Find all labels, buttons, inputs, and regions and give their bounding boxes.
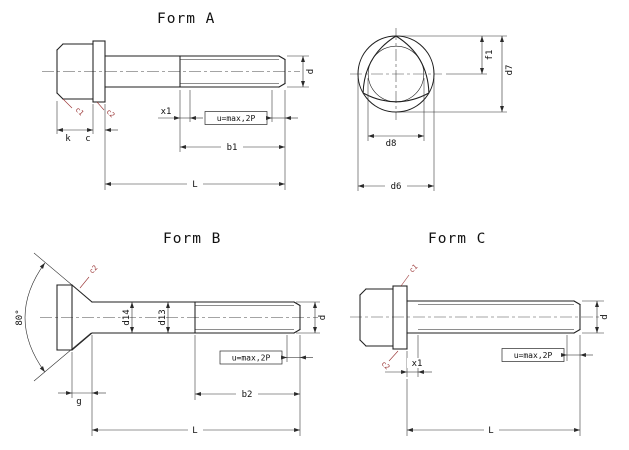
chamfer-callout: c1 [408, 263, 420, 275]
dim-label-l: L [192, 180, 197, 190]
dim-label-u: u=max,2P [217, 114, 256, 123]
form-b-callouts: c2 [79, 264, 100, 289]
form-a-callouts: c1 c2 [62, 98, 117, 120]
dim-label-k: k [65, 134, 71, 144]
dim-label-x1: x1 [412, 359, 423, 369]
form-b-title: Form B [163, 231, 221, 247]
form-a-dim-b1: b1 [180, 141, 285, 153]
end-view: f1 d7 d8 d6 [350, 28, 515, 192]
dim-label-l: L [488, 426, 493, 436]
form-c-callouts: c1 c2 [380, 263, 420, 372]
dim-label-d13: d13 [158, 309, 168, 325]
dim-label-u: u=max,2P [232, 354, 271, 363]
end-view-dim-d8: d8 [367, 78, 425, 149]
form-a-outline [56, 40, 286, 103]
form-c-dim-d: d [582, 300, 610, 334]
dim-label-d: d [600, 314, 610, 319]
end-view-dim-f1-d7: f1 d7 [398, 35, 515, 113]
form-b-outline [56, 284, 301, 351]
dim-label-f1: f1 [485, 50, 495, 61]
dim-label-d8: d8 [386, 139, 397, 149]
dim-label-u: u=max,2P [514, 351, 553, 360]
angle-label: 80° [15, 309, 25, 325]
form-c-dim-x1: x1 [385, 335, 432, 377]
chamfer-callout: c1 [74, 106, 86, 118]
dim-label-l: L [192, 426, 197, 436]
form-b-dim-l: L [92, 424, 300, 436]
form-b-view: Form B 80° d [15, 231, 328, 436]
form-a-dim-k-c: k c [56, 101, 118, 144]
form-a-dim-l: L [104, 104, 285, 190]
form-b-dim-g: g [58, 335, 106, 436]
dim-label-d6: d6 [391, 182, 402, 192]
form-c-dim-l: L [406, 379, 580, 436]
form-b-dim-u: u=max,2P [219, 335, 313, 436]
form-a-dim-u: u=max,2P [204, 90, 298, 190]
form-c-outline [359, 285, 581, 350]
form-b-angle-dim: 80° [15, 252, 92, 382]
dim-label-g: g [76, 397, 81, 407]
dim-label-d7: d7 [505, 65, 515, 76]
dim-label-d: d [306, 69, 316, 74]
form-b-dim-b2: b2 [194, 335, 300, 400]
dim-label-b1: b1 [227, 143, 238, 153]
form-c-title: Form C [428, 231, 486, 247]
chamfer-callout: c2 [105, 108, 117, 120]
dim-label-c: c [85, 134, 90, 144]
form-b-dim-d14-d13: d14 d13 [120, 302, 170, 333]
chamfer-callout: c2 [380, 360, 392, 372]
end-view-dim-d6: d6 [357, 78, 435, 192]
form-a-dim-d: d [287, 55, 316, 88]
form-a-title: Form A [157, 11, 215, 27]
dim-label-d14: d14 [122, 309, 132, 325]
dim-label-d: d [318, 315, 328, 320]
dim-label-x1: x1 [161, 107, 172, 117]
end-view-outline [357, 35, 435, 113]
chamfer-callout: c2 [88, 264, 100, 276]
form-a-dim-x1: x1 [158, 90, 203, 152]
form-c-dim-u: u=max,2P [501, 335, 593, 436]
dim-label-b2: b2 [242, 390, 253, 400]
form-b-dim-d: d [296, 301, 328, 334]
form-a-view: Form A [42, 11, 316, 190]
form-c-view: Form C d [350, 231, 610, 436]
